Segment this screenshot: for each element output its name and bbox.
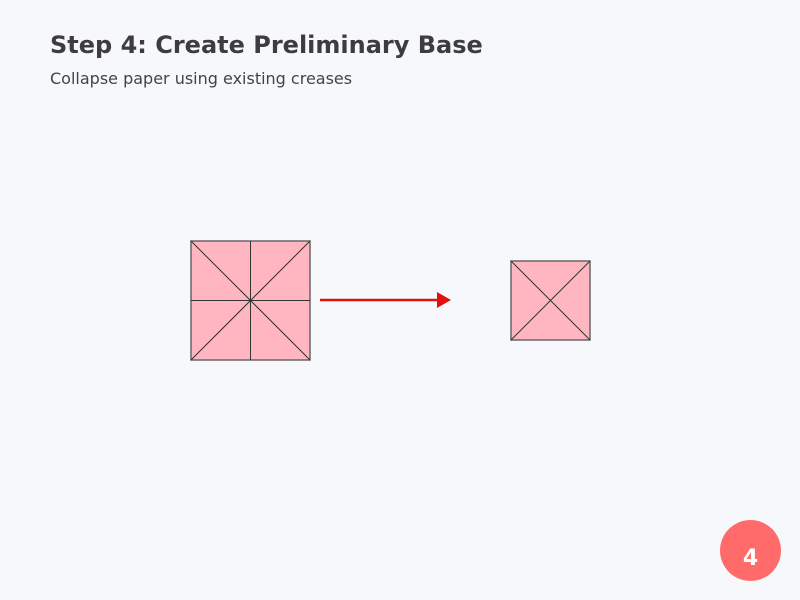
arrow-head [437,292,451,308]
diagonal-crease-b [190,240,311,361]
creased-square-paper [190,240,311,361]
step-title: Step 4: Create Preliminary Base [50,31,483,59]
step-subtitle: Collapse paper using existing creases [50,69,353,88]
right-arrow-icon [320,292,451,308]
step-number-badge: 4 [720,520,781,581]
base-diagonal-b [510,260,591,341]
preliminary-base [510,260,591,341]
